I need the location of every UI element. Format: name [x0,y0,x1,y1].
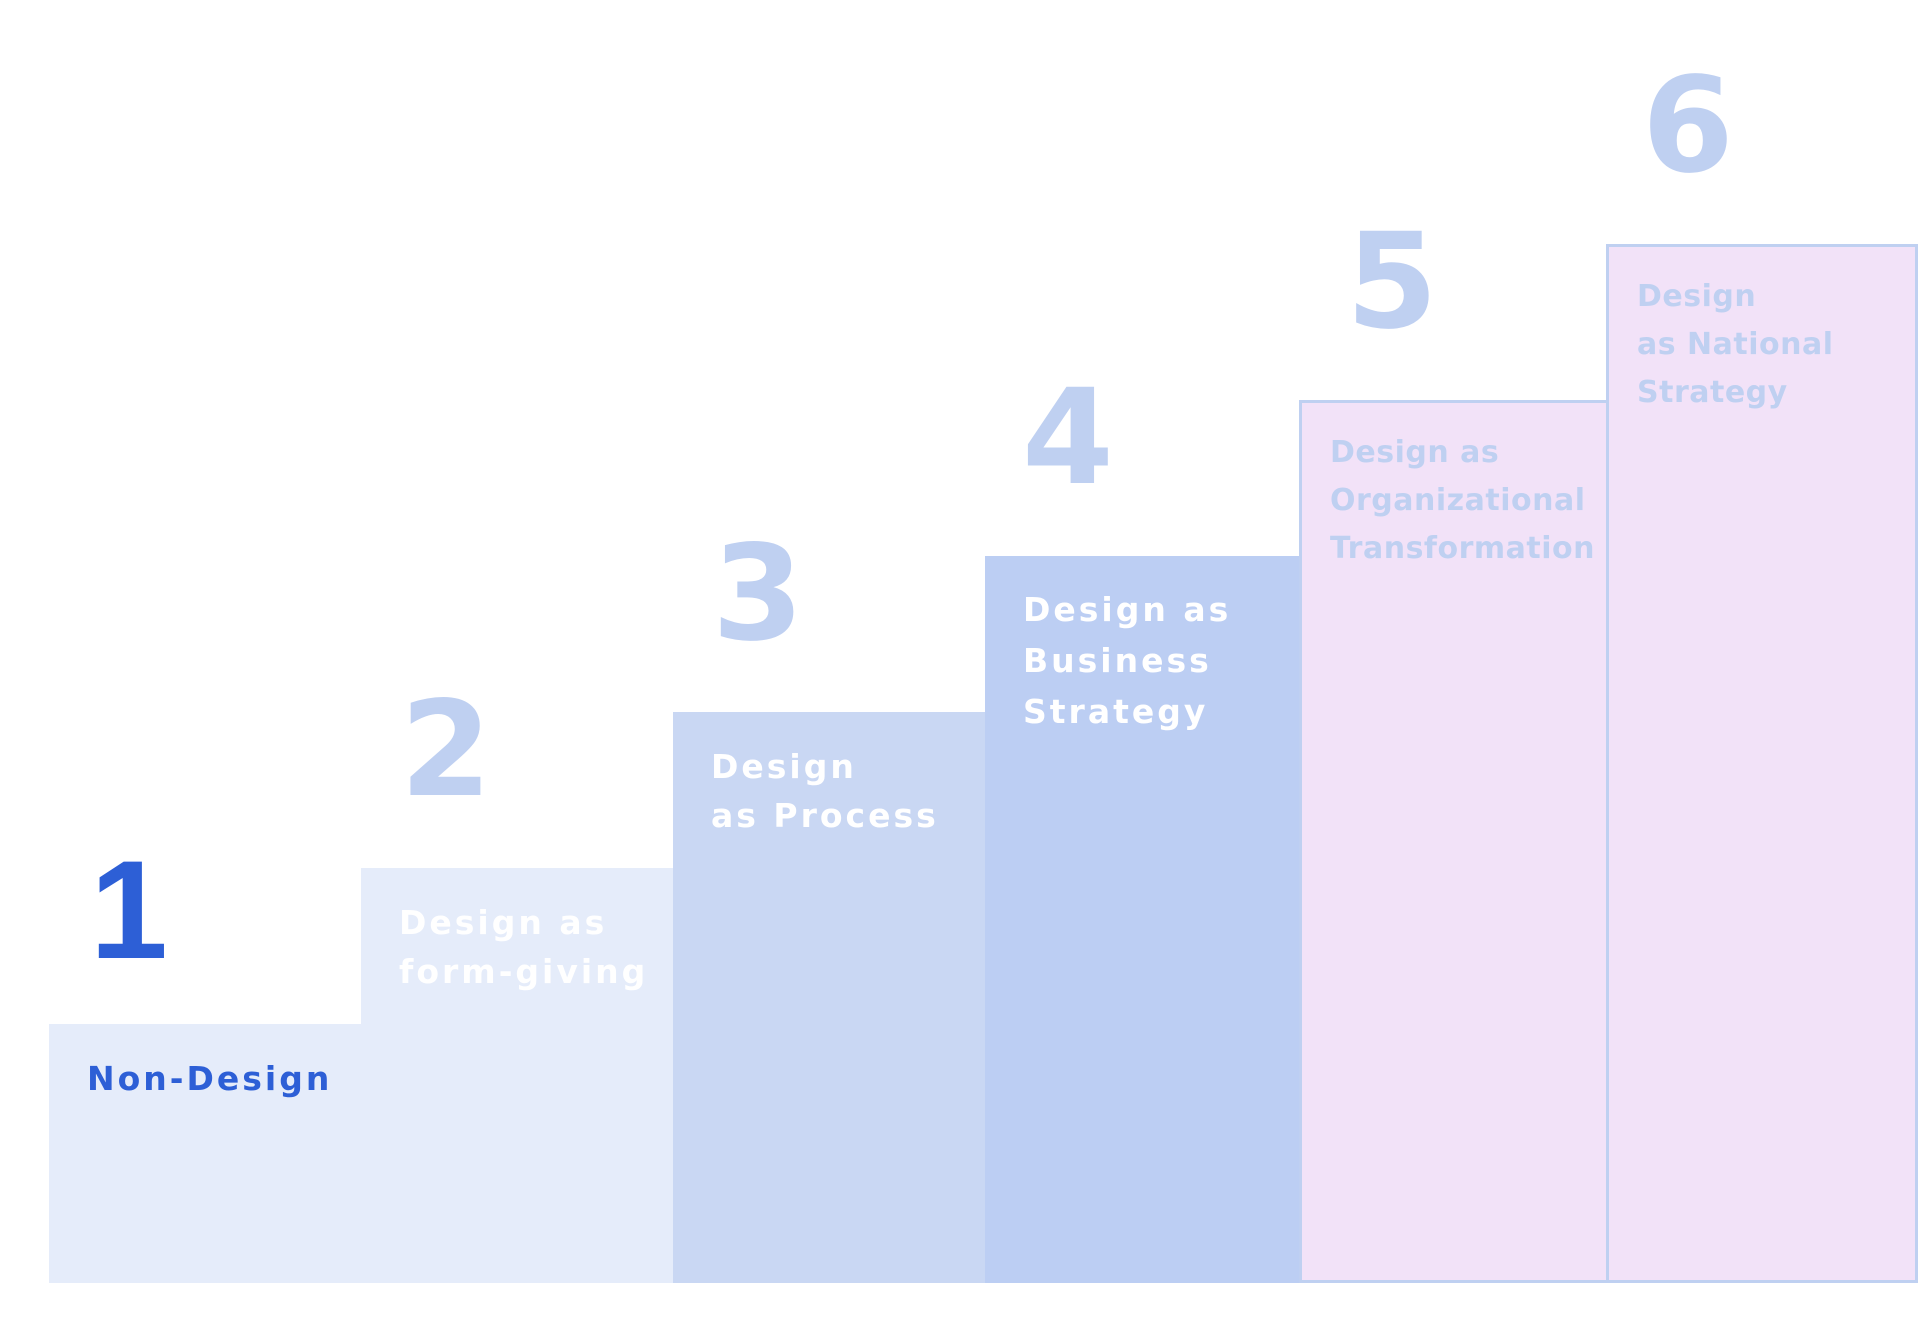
step-number-6: 6 [1642,49,1734,203]
step-1-label: Non-Design [87,1059,333,1098]
step-6-block: Design as National Strategy [1606,244,1918,1283]
step-2-block: Design as form-giving [361,868,673,1283]
step-4-label: Design as Business Strategy [1023,590,1232,731]
step-3-label: Design as Process [711,747,939,835]
step-number-2: 2 [400,673,492,827]
step-3-block: Design as Process [673,712,985,1283]
step-5-block: Design as Organizational Transformation [1299,400,1609,1283]
step-6-label: Design as National Strategy [1637,279,1834,410]
step-1-block: Non-Design [49,1024,361,1283]
step-2-label: Design as form-giving [399,903,649,991]
step-number-4: 4 [1022,361,1114,515]
step-number-3: 3 [712,517,804,671]
step-5-label: Design as Organizational Transformation [1330,435,1595,566]
step-4-block: Design as Business Strategy [985,556,1299,1283]
step-number-1: 1 [90,831,168,988]
step-number-5: 5 [1346,205,1438,359]
